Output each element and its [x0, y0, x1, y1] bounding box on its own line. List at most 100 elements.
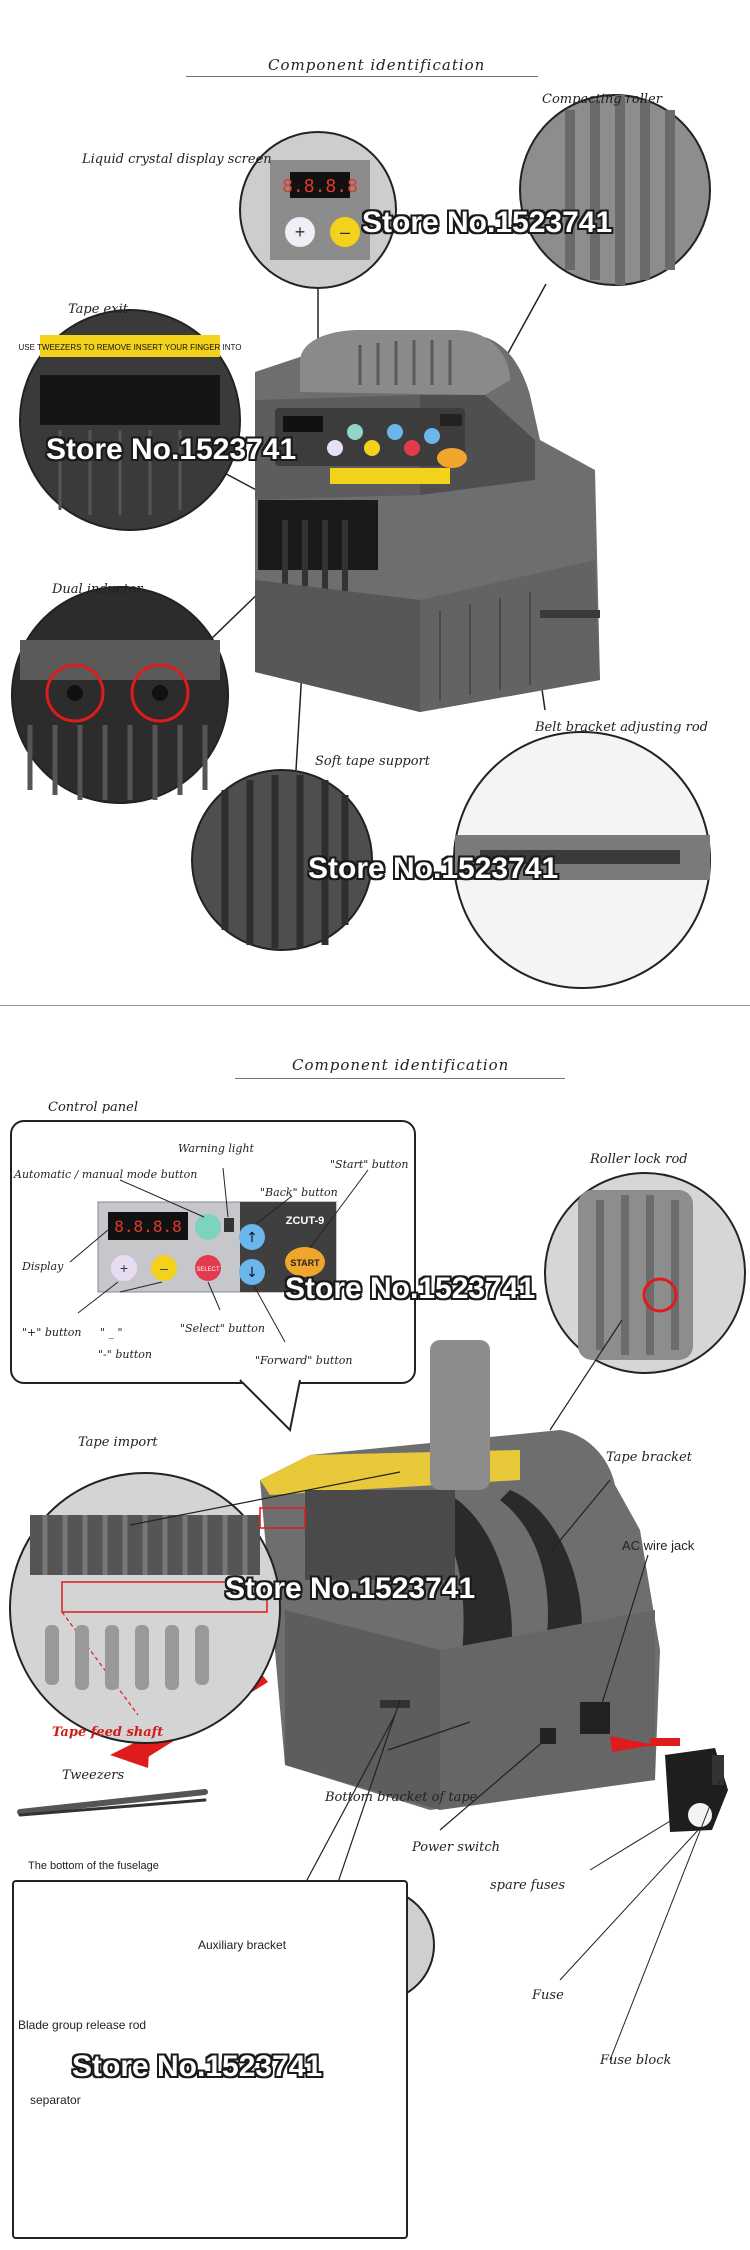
- panel-display: [108, 1212, 188, 1240]
- svg-text:–: –: [160, 1260, 168, 1276]
- panel-plus-icon: [111, 1255, 137, 1281]
- watermark-1: Store No.1523741: [362, 206, 613, 239]
- machine-minus-button-icon: [364, 440, 380, 456]
- top-component-panel: 8.8.8.8 + – USE TWEEZERS TO REMOVE INSER…: [0, 0, 750, 1000]
- panel-back-icon: [239, 1224, 265, 1250]
- blade-release-label: Blade group release rod: [18, 2018, 147, 2032]
- minus-button-label: "-" button: [98, 1348, 153, 1361]
- soft-tape-support-label: Soft tape support: [315, 754, 430, 769]
- roller-ridges: [358, 340, 452, 385]
- forward-button-label: "Forward" button: [255, 1354, 353, 1367]
- bottom-component-panel: Component identification Control panel 8…: [0, 1010, 750, 2250]
- control-panel-label: Control panel: [48, 1100, 138, 1115]
- tape-import-highlight: [61, 1581, 268, 1613]
- panel-select-text: SELECT: [196, 1267, 220, 1273]
- spare-fuses-label: spare fuses: [490, 1878, 566, 1893]
- watermark-3: Store No.1523741: [308, 852, 559, 885]
- control-panel-tail: [239, 1379, 301, 1433]
- tape-exit-circle: USE TWEEZERS TO REMOVE INSERT YOUR FINGE…: [18, 309, 242, 531]
- bottom-heading: Component identification: [292, 1056, 510, 1074]
- panel-mode-icon: [195, 1214, 221, 1240]
- inductor-right-highlight: [130, 663, 190, 723]
- fuselage-bottom-label: The bottom of the fuselage: [28, 1860, 159, 1872]
- warning-strip: [330, 468, 450, 484]
- ac-jack-socket: [580, 1702, 610, 1734]
- machine-lcd: [283, 416, 323, 432]
- tape-bracket-label: Tape bracket: [606, 1450, 692, 1465]
- separator-label: separator: [30, 2093, 81, 2107]
- machine-start-button-icon: [437, 448, 467, 468]
- tape-exit-slot: [258, 500, 378, 570]
- panel-minus-icon: [151, 1255, 177, 1281]
- compacting-roller-circle: [519, 94, 711, 286]
- panel-forward-icon: [239, 1259, 265, 1285]
- ac-jack-label: AC wire jack: [622, 1538, 695, 1553]
- lcd-plus-icon: [285, 217, 315, 247]
- power-switch-label: Power switch: [412, 1840, 501, 1855]
- tape-import-circle: [9, 1471, 401, 1744]
- belt-bracket-label: Belt bracket adjusting rod: [535, 720, 708, 735]
- top-heading: Component identification: [268, 56, 486, 74]
- select-button-label: "Select" button: [180, 1322, 265, 1335]
- tweezers-illustration: [17, 1789, 208, 1817]
- panel-select-icon: [195, 1255, 221, 1281]
- section-divider: [0, 1005, 750, 1006]
- watermark-4: Store No.1523741: [285, 1272, 536, 1305]
- bottom-machine: [110, 1319, 680, 2119]
- control-panel-leaders: [69, 1167, 369, 1343]
- back-button-label: "Back" button: [260, 1186, 338, 1199]
- display-label: Display: [22, 1260, 64, 1273]
- control-panel-illustration: 8.8.8.8 + – SELECT ↑ ↓ ZCUT-9 START: [97, 1201, 337, 1293]
- belt-bracket-circle: [453, 731, 711, 989]
- lcd-minus-icon: [330, 217, 360, 247]
- bottom-heading-rule: [235, 1078, 565, 1079]
- svg-text:–: –: [340, 222, 350, 242]
- machine-select-button-icon: [404, 440, 420, 456]
- fuse-label: Fuse: [532, 1988, 564, 2003]
- ac-jack-arrow: [610, 1736, 655, 1752]
- tape-exit-warning-text: USE TWEEZERS TO REMOVE INSERT YOUR FINGE…: [18, 343, 241, 352]
- top-heading-rule: [186, 76, 538, 77]
- tweezers-label: Tweezers: [62, 1768, 125, 1783]
- dual-inductor-label: Dual inductor: [52, 582, 143, 597]
- fuse-block-illustration: [559, 1748, 728, 2061]
- panel-start-text: START: [290, 1258, 320, 1268]
- watermark-5: Store No.1523741: [225, 1572, 476, 1605]
- watermark-2: Store No.1523741: [46, 433, 297, 466]
- bottom-illustration: 8.8.8.8 + – SELECT ↑ ↓ ZCUT-9 START: [9, 1167, 746, 2220]
- lcd-detail-screen: [290, 172, 350, 198]
- warning-light-label: Warning light: [178, 1142, 254, 1155]
- machine-forward-button-icon: [424, 428, 440, 444]
- tape-bracket-plate: [420, 1490, 512, 1670]
- soft-tape-support-circle: [191, 769, 373, 951]
- auto-manual-label: Automatic / manual mode button: [14, 1168, 198, 1181]
- lcd-label: Liquid crystal display screen: [82, 152, 272, 167]
- svg-text:+: +: [120, 1260, 128, 1276]
- tape-feed-shaft-label: Tape feed shaft: [52, 1725, 164, 1740]
- top-illustration: 8.8.8.8 + – USE TWEEZERS TO REMOVE INSER…: [11, 94, 711, 989]
- compacting-roller-label: Compacting roller: [542, 92, 662, 107]
- tape-import-label: Tape import: [78, 1435, 158, 1450]
- bottom-bracket-label: Bottom bracket of tape: [325, 1790, 478, 1805]
- panel-warning-light-icon: [224, 1218, 234, 1232]
- power-switch-icon: [540, 1728, 556, 1744]
- svg-text:+: +: [295, 222, 306, 242]
- panel-display-digits: 8.8.8.8: [114, 1217, 181, 1236]
- inductor-left-highlight: [45, 663, 105, 723]
- start-button-label: "Start" button: [330, 1158, 409, 1171]
- fuselage-bottom-callout: [12, 1880, 408, 2239]
- lcd-detail-digits: 8.8.8.8: [282, 176, 358, 197]
- svg-text:↑: ↑: [246, 1230, 258, 1246]
- plus-button-label: "+" button: [22, 1326, 82, 1339]
- minus-glyph-label: " _ ": [100, 1326, 123, 1339]
- panel-start-icon: [285, 1247, 325, 1277]
- tape-exit-label: Tape exit: [68, 302, 128, 317]
- dual-inductor-circle: [11, 586, 229, 804]
- roller-lock-circle: [544, 1172, 746, 1374]
- panel-model-text: ZCUT-9: [286, 1215, 325, 1227]
- watermark-6: Store No.1523741: [72, 2050, 323, 2083]
- lcd-detail-circle: 8.8.8.8 + –: [239, 131, 397, 289]
- body-side-ribs: [439, 592, 531, 700]
- machine-back-button-icon: [387, 424, 403, 440]
- machine-plus-button-icon: [327, 440, 343, 456]
